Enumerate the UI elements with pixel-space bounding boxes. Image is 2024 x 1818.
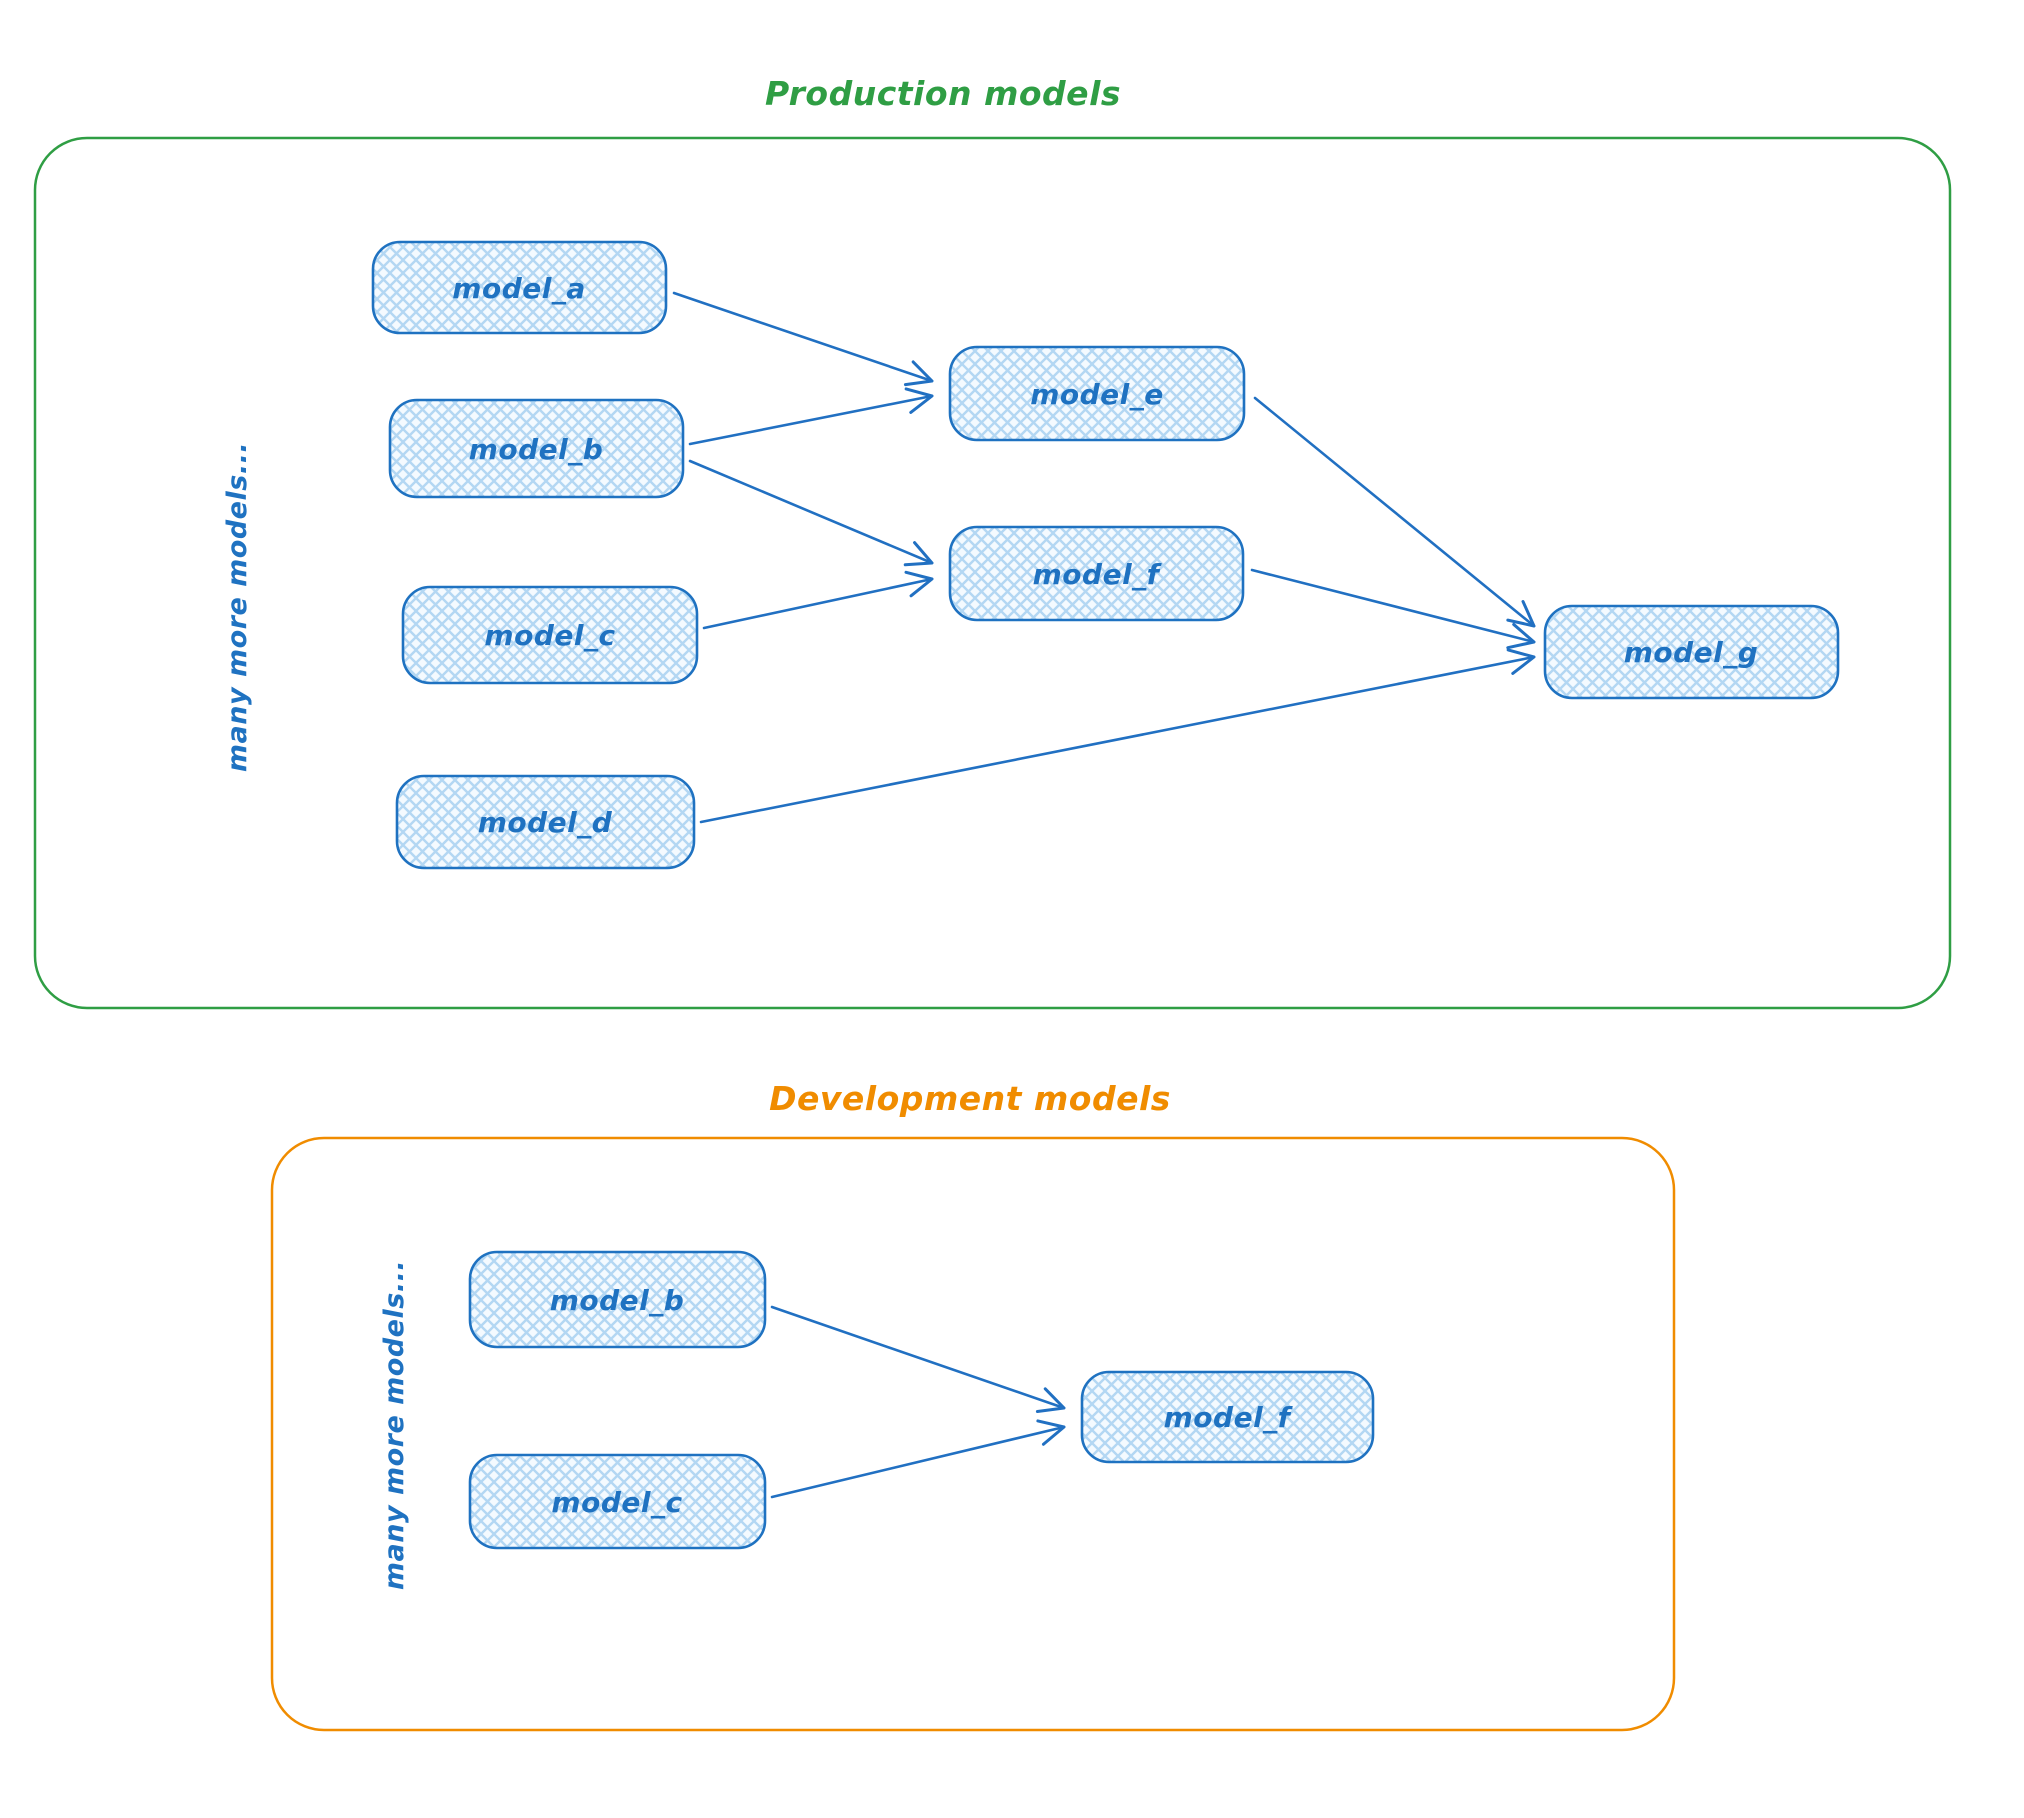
development-nodes: model_b model_c model_f — [468, 1250, 1375, 1550]
node-model-d-label: model_d — [478, 806, 613, 839]
node-model-g[interactable]: model_g — [1543, 604, 1840, 700]
node-dev-model-f-label: model_f — [1164, 1401, 1294, 1434]
arrow-model-d-to-model-g[interactable] — [699, 648, 1536, 824]
arrow-model-e-to-model-g[interactable] — [1253, 396, 1536, 628]
development-section: Development models many more models... m… — [270, 1079, 1676, 1732]
arrow-model-c-to-model-f[interactable] — [702, 570, 934, 630]
arrow-dev-model-b-to-model-f[interactable] — [770, 1305, 1066, 1413]
node-model-b[interactable]: model_b — [388, 398, 685, 499]
node-model-b-label: model_b — [469, 433, 604, 466]
production-edges — [672, 291, 1536, 824]
production-title: Production models — [765, 74, 1121, 113]
arrow-model-f-to-model-g[interactable] — [1250, 568, 1536, 650]
node-model-a-label: model_a — [452, 272, 585, 305]
production-side-label: many more models... — [222, 442, 253, 772]
node-dev-model-c[interactable]: model_c — [468, 1453, 767, 1550]
node-dev-model-c-label: model_c — [551, 1486, 682, 1519]
node-model-g-label: model_g — [1624, 636, 1759, 669]
node-model-e[interactable]: model_e — [948, 345, 1246, 442]
development-edges — [770, 1305, 1066, 1499]
node-dev-model-f[interactable]: model_f — [1080, 1370, 1375, 1464]
development-title: Development models — [769, 1079, 1171, 1118]
arrow-model-b-to-model-f[interactable] — [688, 459, 934, 567]
node-dev-model-b[interactable]: model_b — [468, 1250, 767, 1349]
development-container[interactable] — [270, 1136, 1676, 1732]
production-container[interactable] — [33, 136, 1952, 1010]
arrow-dev-model-c-to-model-f[interactable] — [770, 1419, 1066, 1499]
production-nodes: model_a model_b model_c model_d model_e … — [371, 240, 1840, 870]
node-model-c-label: model_c — [484, 619, 615, 652]
node-model-a[interactable]: model_a — [371, 240, 668, 335]
arrow-model-a-to-model-e[interactable] — [672, 291, 934, 387]
node-model-e-label: model_e — [1030, 378, 1164, 411]
arrow-model-b-to-model-e[interactable] — [688, 387, 934, 446]
development-side-label: many more models... — [379, 1260, 410, 1590]
node-model-f-label: model_f — [1033, 558, 1163, 591]
node-model-c[interactable]: model_c — [401, 585, 699, 685]
node-model-f[interactable]: model_f — [948, 525, 1245, 622]
node-model-d[interactable]: model_d — [395, 774, 696, 870]
production-section: Production models many more models... mo… — [33, 74, 1952, 1010]
node-dev-model-b-label: model_b — [550, 1284, 685, 1317]
